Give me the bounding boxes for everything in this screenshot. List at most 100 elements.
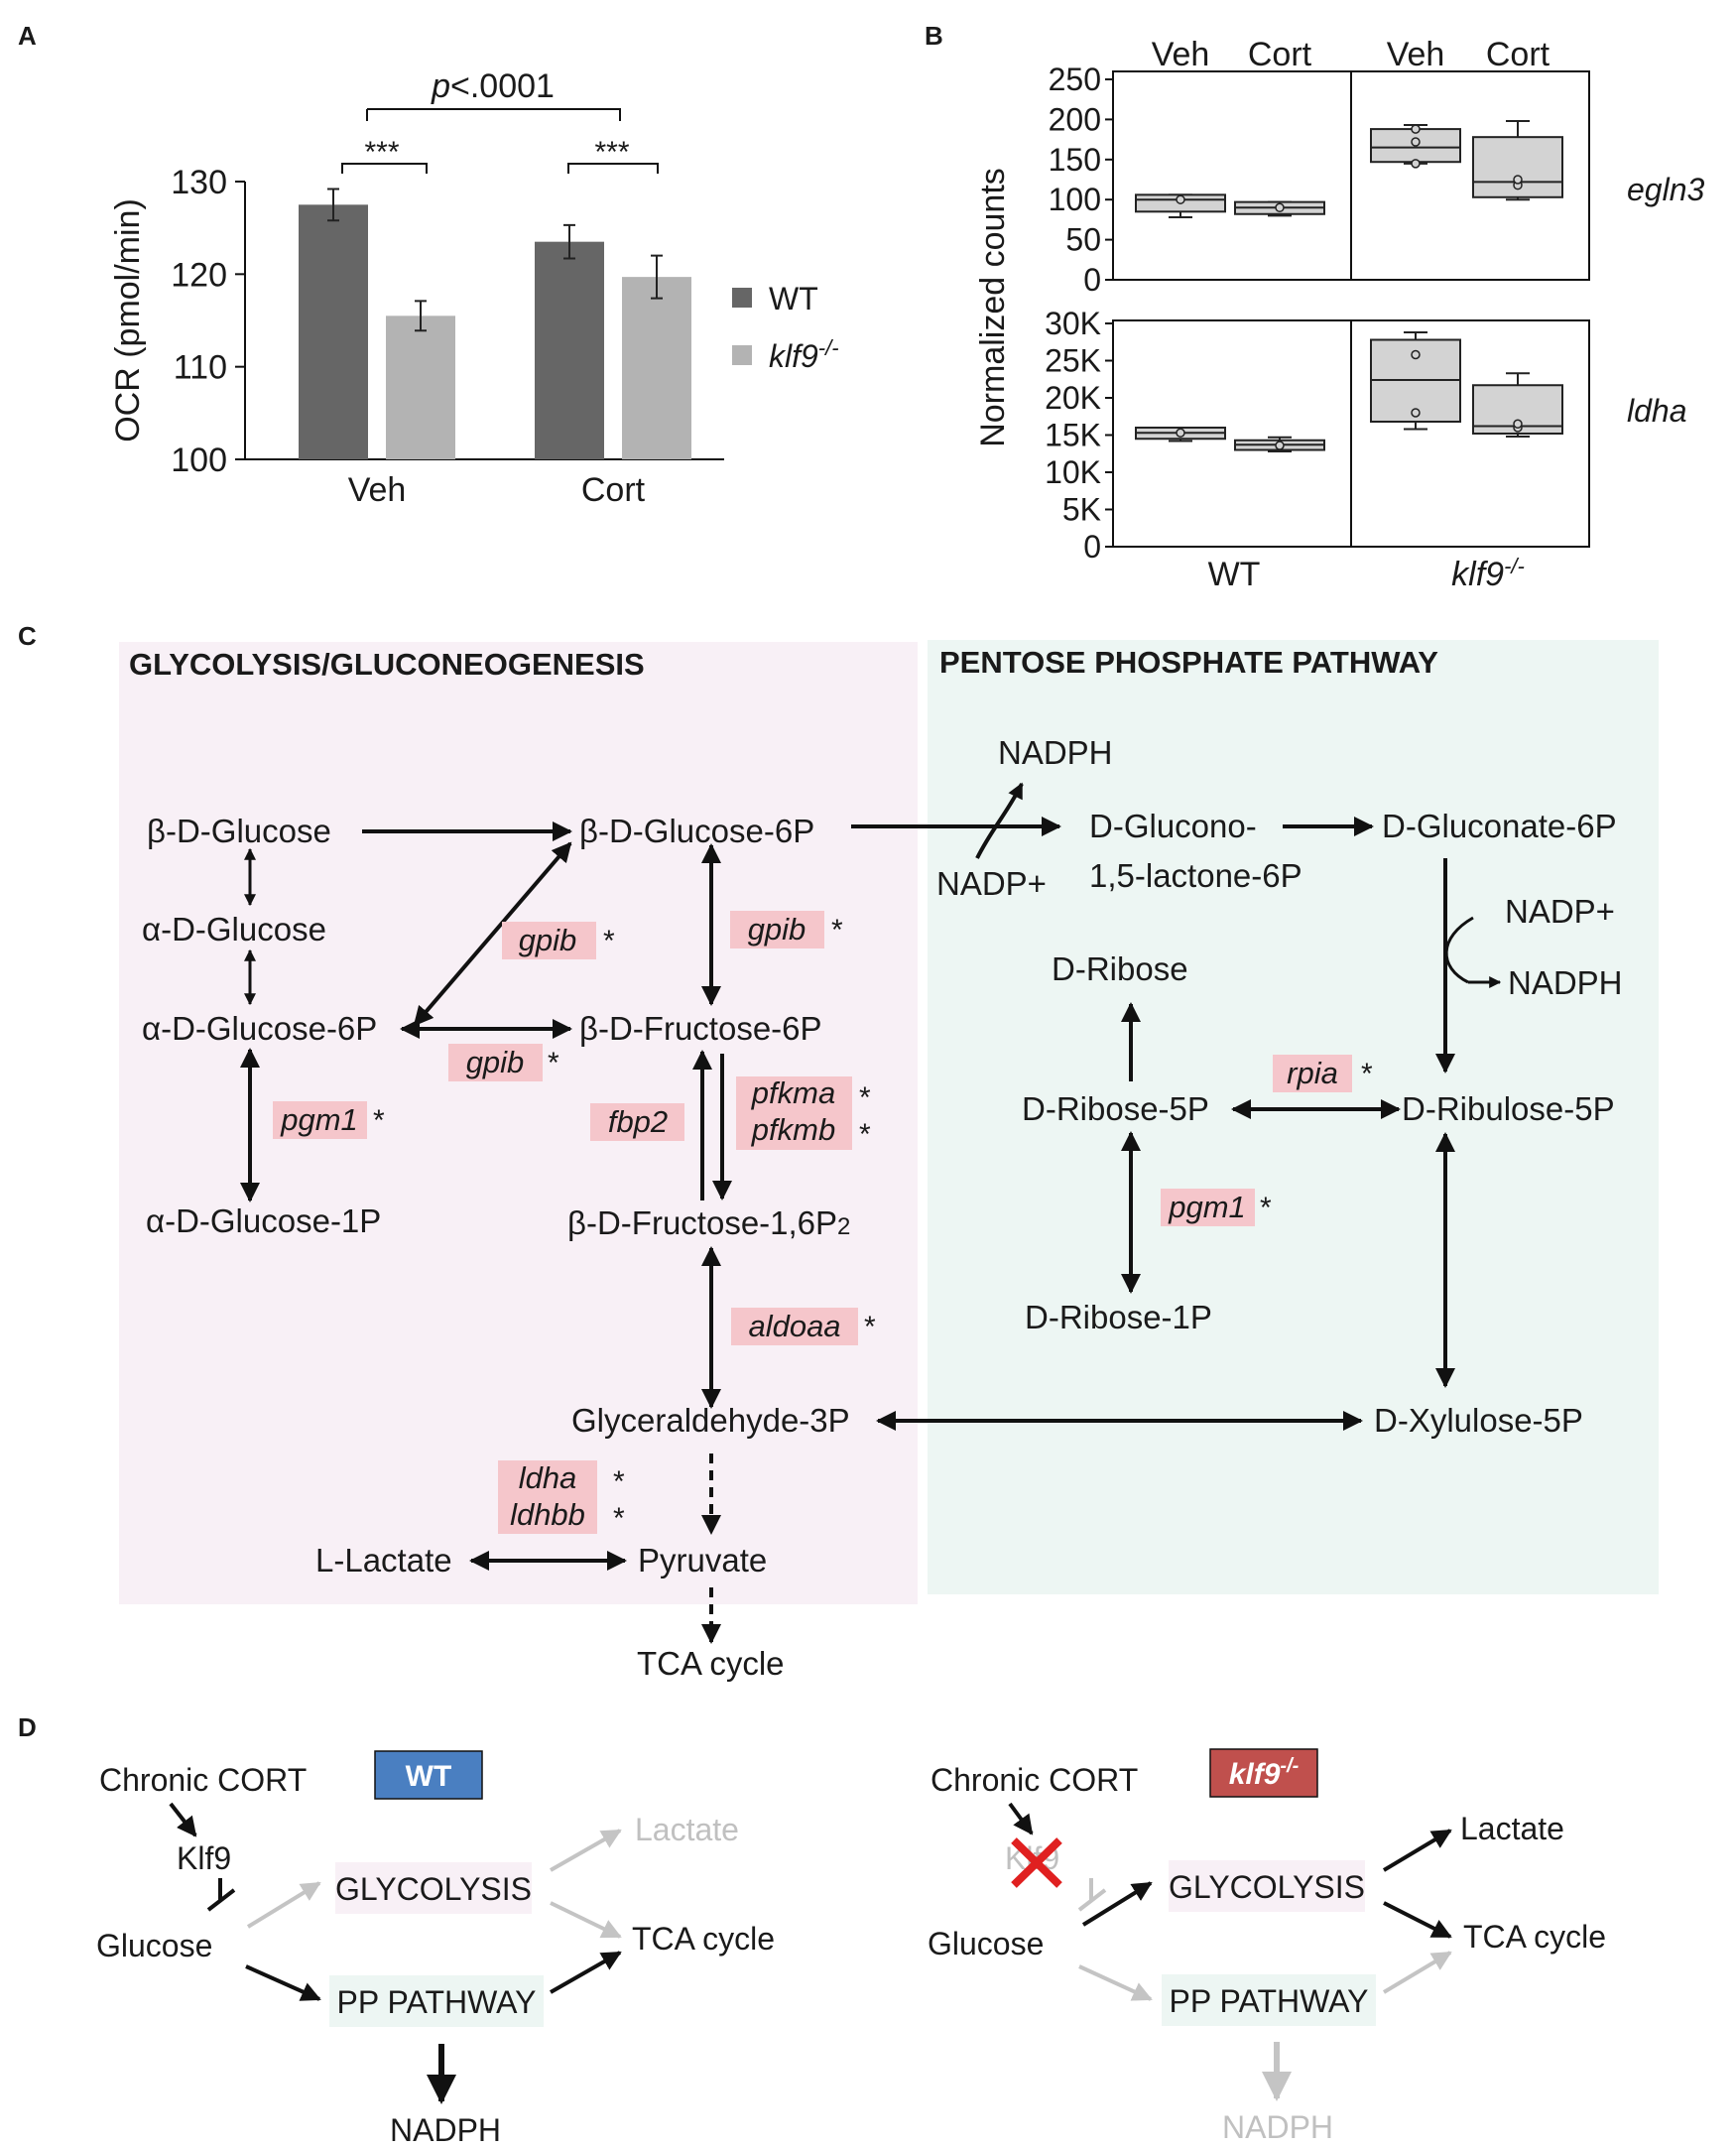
wt-nadph: NADPH (390, 2112, 501, 2148)
gene-gpib-horizontal: gpib (466, 1045, 525, 1079)
ko-tca: TCA cycle (1463, 1919, 1606, 1955)
box-egln3-klf9-cort-whisker (1506, 120, 1530, 201)
panel-d-wt: WT Chronic CORT Klf9 Glucose GLYCOLYSIS … (96, 1750, 775, 2148)
data-point (1176, 194, 1185, 204)
panel-label-d: D (18, 1712, 37, 1742)
panel-a-y-tick-label: 110 (174, 349, 227, 387)
panel-b-y-tick-label: 5K (1062, 492, 1101, 528)
col-label-cort-klf9: Cort (1486, 36, 1550, 73)
panel-b-y-label: Normalized counts (974, 168, 1012, 447)
star-pfkmb: * (859, 1118, 871, 1151)
gene-pgm1-left: pgm1 (280, 1102, 358, 1137)
panel-b-y-tick-label: 10K (1045, 454, 1101, 490)
data-point (1411, 124, 1421, 134)
legend-swatch-wt (732, 288, 752, 308)
wt-glycolysis-box (335, 1862, 532, 1914)
node-glyceraldehyde-3p: Glyceraldehyde-3P (571, 1402, 850, 1439)
node-a-glucose-6p: α-D-Glucose-6P (142, 1010, 377, 1047)
col-label-veh-klf9: Veh (1387, 36, 1445, 73)
panel-b-y-tick-label: 200 (1049, 101, 1101, 137)
col-label-cort-wt: Cort (1248, 36, 1312, 73)
panel-label-a: A (18, 21, 37, 51)
ko-cross-icon (1011, 1837, 1062, 1888)
box-ldha-klf9-veh-whisker (1404, 331, 1427, 431)
panel-b-y-tick-label: 50 (1065, 222, 1101, 258)
group-label-wt: WT (1208, 556, 1261, 593)
gene-fbp2: fbp2 (608, 1104, 668, 1139)
gene-label-egln3: egln3 (1627, 172, 1705, 207)
gene-gpib-diagonal: gpib (519, 923, 577, 957)
error-bar (415, 300, 427, 332)
panel-b-y-tick-label: 0 (1083, 262, 1101, 298)
data-point (1275, 441, 1285, 450)
wt-chronic-cort: Chronic CORT (99, 1762, 307, 1798)
gene-ldhbb: ldhbb (510, 1497, 585, 1532)
legend-label-wt: WT (769, 281, 818, 316)
sig-bracket-veh (341, 163, 428, 174)
sig-bracket-main (366, 108, 621, 121)
legend-swatch-klf9 (732, 345, 752, 365)
star-gpib-diagonal: * (603, 925, 615, 957)
node-ribose-1p: D-Ribose-1P (1025, 1299, 1212, 1335)
error-bar (651, 254, 663, 300)
ko-glucose: Glucose (928, 1926, 1044, 1961)
wt-lactate: Lactate (635, 1812, 739, 1847)
error-bar (563, 223, 575, 260)
panel-a-bar-chart: OCR (pmol/min) p<.0001 *** *** WT klf9-/… (109, 67, 839, 509)
ppp-title: PENTOSE PHOSPHATE PATHWAY (939, 645, 1438, 680)
data-point (1411, 137, 1421, 147)
box-ldha-klf9-cort-whisker (1506, 372, 1530, 438)
star-pgm1-right: * (1260, 1192, 1272, 1224)
ko-glycolysis: GLYCOLYSIS (1169, 1869, 1365, 1905)
wt-glycolysis: GLYCOLYSIS (335, 1871, 532, 1907)
node-nadph-top: NADPH (998, 734, 1113, 771)
col-label-veh-wt: Veh (1152, 36, 1210, 73)
panel-d-klf9: klf9-/- Chronic CORT Klf9 Glucose GLYCOL… (928, 1748, 1606, 2145)
node-a-glucose: α-D-Glucose (142, 911, 326, 948)
star-gpib-vertical: * (831, 914, 843, 947)
data-point (1411, 408, 1421, 418)
panel-b-y-tick-label: 20K (1045, 380, 1101, 416)
ko-lactate: Lactate (1460, 1811, 1564, 1846)
panel-label-b: B (925, 21, 943, 51)
wt-tca: TCA cycle (632, 1921, 775, 1957)
pathway-arrows (240, 782, 1502, 1644)
star-ldhbb: * (613, 1502, 625, 1535)
data-point (1275, 202, 1285, 213)
klf9-label: klf9-/- (1229, 1755, 1300, 1791)
node-b-glucose-6p: β-D-Glucose-6P (579, 813, 814, 849)
node-xylulose-5p: D-Xylulose-5P (1374, 1402, 1583, 1439)
wt-klf9: Klf9 (177, 1840, 231, 1876)
node-b-fructose-6p: β-D-Fructose-6P (579, 1010, 822, 1047)
data-point (1176, 428, 1185, 438)
ko-chronic-cort: Chronic CORT (930, 1762, 1138, 1798)
bar-wt-cort (535, 241, 604, 459)
ko-pp-box (1162, 1974, 1376, 2026)
panel-a-y-tick-label: 120 (171, 256, 227, 294)
ko-glycolysis-box (1169, 1860, 1365, 1912)
gene-pfkma: pfkma (751, 1075, 835, 1110)
sig-stars-cort: *** (594, 136, 629, 169)
panel-a-x-tick-label: Veh (348, 471, 407, 509)
gene-aldoaa: aldoaa (748, 1309, 840, 1343)
node-a-glucose-1p: α-D-Glucose-1P (146, 1202, 381, 1239)
node-pyruvate: Pyruvate (638, 1542, 767, 1579)
panel-b-y-tick-label: 25K (1045, 343, 1101, 379)
star-pgm1-left: * (373, 1104, 385, 1137)
node-gluconate-6p: D-Gluconate-6P (1382, 808, 1617, 844)
panel-label-c: C (18, 621, 37, 651)
bar-klf9-cort (622, 277, 691, 459)
wt-pp-box (329, 1975, 544, 2027)
star-aldoaa: * (864, 1311, 876, 1343)
gene-label-ldha: ldha (1627, 393, 1687, 429)
data-point (1513, 419, 1523, 429)
star-ldha: * (613, 1465, 625, 1498)
panel-b-y-tick-label: 150 (1049, 142, 1101, 178)
panel-a-y-label: OCR (pmol/min) (109, 198, 147, 442)
wt-label: WT (406, 1760, 452, 1793)
enzyme-labels: gpib * gpib * gpib * pgm1 * fbp2 pfkma p… (273, 911, 1373, 1535)
wt-glucose: Glucose (96, 1928, 212, 1963)
node-d-ribose: D-Ribose (1052, 950, 1188, 987)
sig-pvalue: p<.0001 (431, 67, 555, 105)
